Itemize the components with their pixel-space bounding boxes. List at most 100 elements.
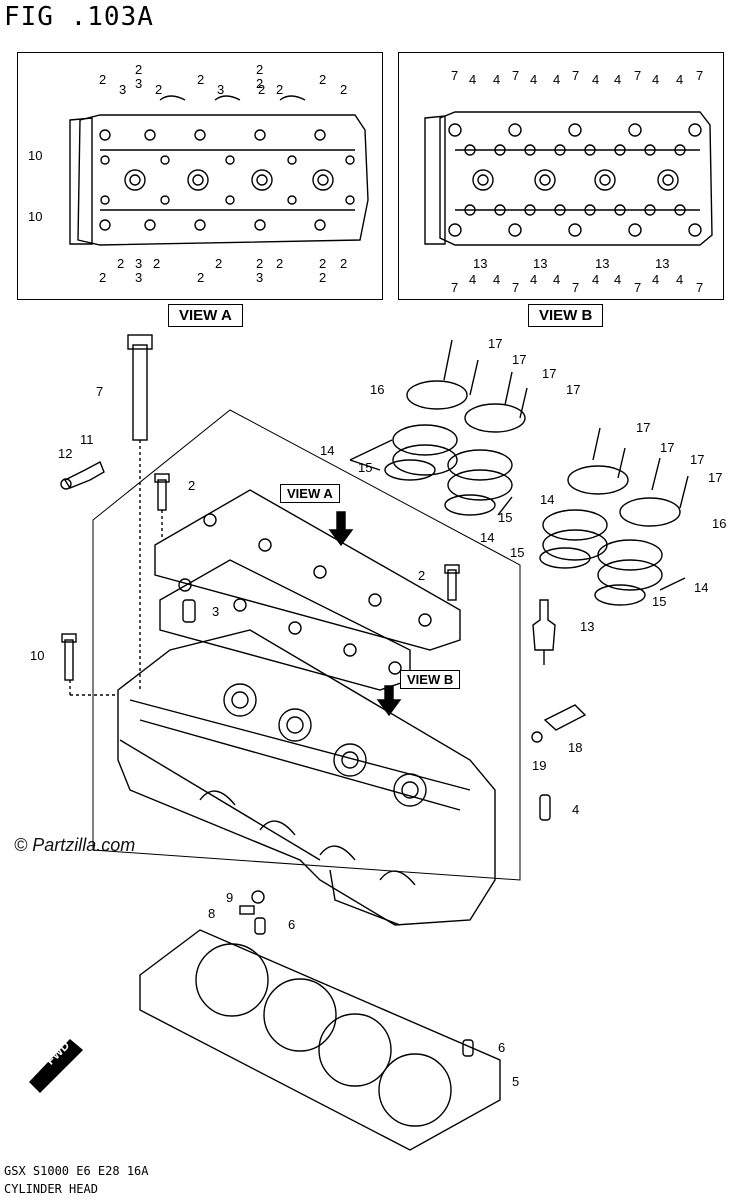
figure-title: FIG .103A — [4, 2, 154, 32]
callout-14: 14 — [320, 443, 335, 458]
callout-17: 17 — [690, 452, 705, 467]
callout: 2 — [258, 82, 266, 97]
callout: 2 — [340, 82, 348, 97]
callout: 4 — [652, 72, 660, 87]
callout-19: 19 — [532, 758, 547, 773]
view-b-pointer-label: VIEW B — [400, 670, 461, 689]
callout: 7 — [634, 68, 642, 83]
callout: 4 — [530, 72, 538, 87]
callout: 2 — [197, 72, 205, 87]
callout: 2 — [256, 62, 264, 77]
callout-7: 7 — [96, 384, 104, 399]
callout-6-upper: 6 — [288, 917, 296, 932]
callout-16: 16 — [712, 516, 727, 531]
callout-18: 18 — [568, 740, 583, 755]
callout-17: 17 — [566, 382, 581, 397]
callout: 4 — [553, 72, 561, 87]
callout: 2 — [276, 82, 284, 97]
callout: 4 — [592, 272, 600, 287]
callout-15: 15 — [358, 460, 373, 475]
callout-13: 13 — [580, 619, 595, 634]
callout: 2 — [319, 256, 327, 271]
callout-11: 11 — [80, 432, 94, 447]
callout: 7 — [696, 280, 704, 295]
callout: 2 — [197, 270, 205, 285]
view-a-label: VIEW A — [168, 304, 243, 327]
view-a-pointer-label: VIEW A — [280, 484, 340, 503]
callout: 3 — [119, 82, 127, 97]
callout: 4 — [469, 272, 477, 287]
watermark: © Partzilla.com — [14, 835, 136, 855]
callout-4: 4 — [572, 802, 580, 817]
callout-17: 17 — [488, 336, 503, 351]
footer-code: GSX S1000 E6 E28 16A — [4, 1164, 149, 1178]
callout-3: 3 — [212, 604, 220, 619]
callout-10-lower: 10 — [28, 209, 43, 224]
callout: 2 — [256, 76, 264, 91]
callout: 2 — [256, 256, 264, 271]
callout-15: 15 — [652, 594, 667, 609]
callout: 3 — [256, 270, 264, 285]
callout: 2 — [117, 256, 125, 271]
callout: 7 — [451, 68, 459, 83]
callout: 3 — [217, 82, 225, 97]
callout: 4 — [530, 272, 538, 287]
callout-17: 17 — [660, 440, 675, 455]
callout-12: 12 — [58, 446, 73, 461]
callout: 4 — [493, 72, 501, 87]
callout-5: 5 — [512, 1074, 520, 1089]
callout: 7 — [572, 280, 580, 295]
callout: 13 — [655, 256, 670, 271]
callout-10: 10 — [30, 648, 45, 663]
callout: 13 — [533, 256, 548, 271]
callout-2-bolt: 2 — [188, 478, 196, 493]
callout-17: 17 — [512, 352, 527, 367]
callout-15: 15 — [498, 510, 513, 525]
footer-name: CYLINDER HEAD — [4, 1182, 98, 1196]
callout-10-upper: 10 — [28, 148, 43, 163]
callout: 2 — [319, 270, 327, 285]
callout: 7 — [696, 68, 704, 83]
callout-16: 16 — [370, 382, 385, 397]
callout: 7 — [451, 280, 459, 295]
callout: 2 — [153, 256, 161, 271]
callout-8: 8 — [208, 906, 216, 921]
callout: 3 — [135, 270, 143, 285]
callout: 4 — [493, 272, 501, 287]
callout-14: 14 — [694, 580, 709, 595]
callout: 7 — [572, 68, 580, 83]
callout-2-right: 2 — [418, 568, 426, 583]
callout: 4 — [553, 272, 561, 287]
view-b-label: VIEW B — [528, 304, 604, 327]
callout: 2 — [99, 72, 107, 87]
callout-14: 14 — [480, 530, 495, 545]
callout: 4 — [652, 272, 660, 287]
callout-9: 9 — [226, 890, 234, 905]
callout: 2 — [135, 62, 143, 77]
callout: 4 — [676, 72, 684, 87]
callout: 13 — [595, 256, 610, 271]
callout: 4 — [469, 72, 477, 87]
callout: 4 — [676, 272, 684, 287]
callout: 2 — [155, 82, 163, 97]
callout: 7 — [634, 280, 642, 295]
callout: 7 — [512, 280, 520, 295]
callout: 4 — [614, 72, 622, 87]
callout: 3 — [135, 256, 143, 271]
callout-17: 17 — [708, 470, 723, 485]
callout: 7 — [512, 68, 520, 83]
callout-17: 17 — [542, 366, 557, 381]
callout: 4 — [592, 72, 600, 87]
callout-6-lower: 6 — [498, 1040, 506, 1055]
callout: 2 — [276, 256, 284, 271]
callout-15: 15 — [510, 545, 525, 560]
callout: 2 — [340, 256, 348, 271]
callout-14: 14 — [540, 492, 555, 507]
callout-17: 17 — [636, 420, 651, 435]
callout: 13 — [473, 256, 488, 271]
callout: 2 — [319, 72, 327, 87]
callout: 2 — [99, 270, 107, 285]
callout: 2 — [215, 256, 223, 271]
callout: 3 — [135, 76, 143, 91]
